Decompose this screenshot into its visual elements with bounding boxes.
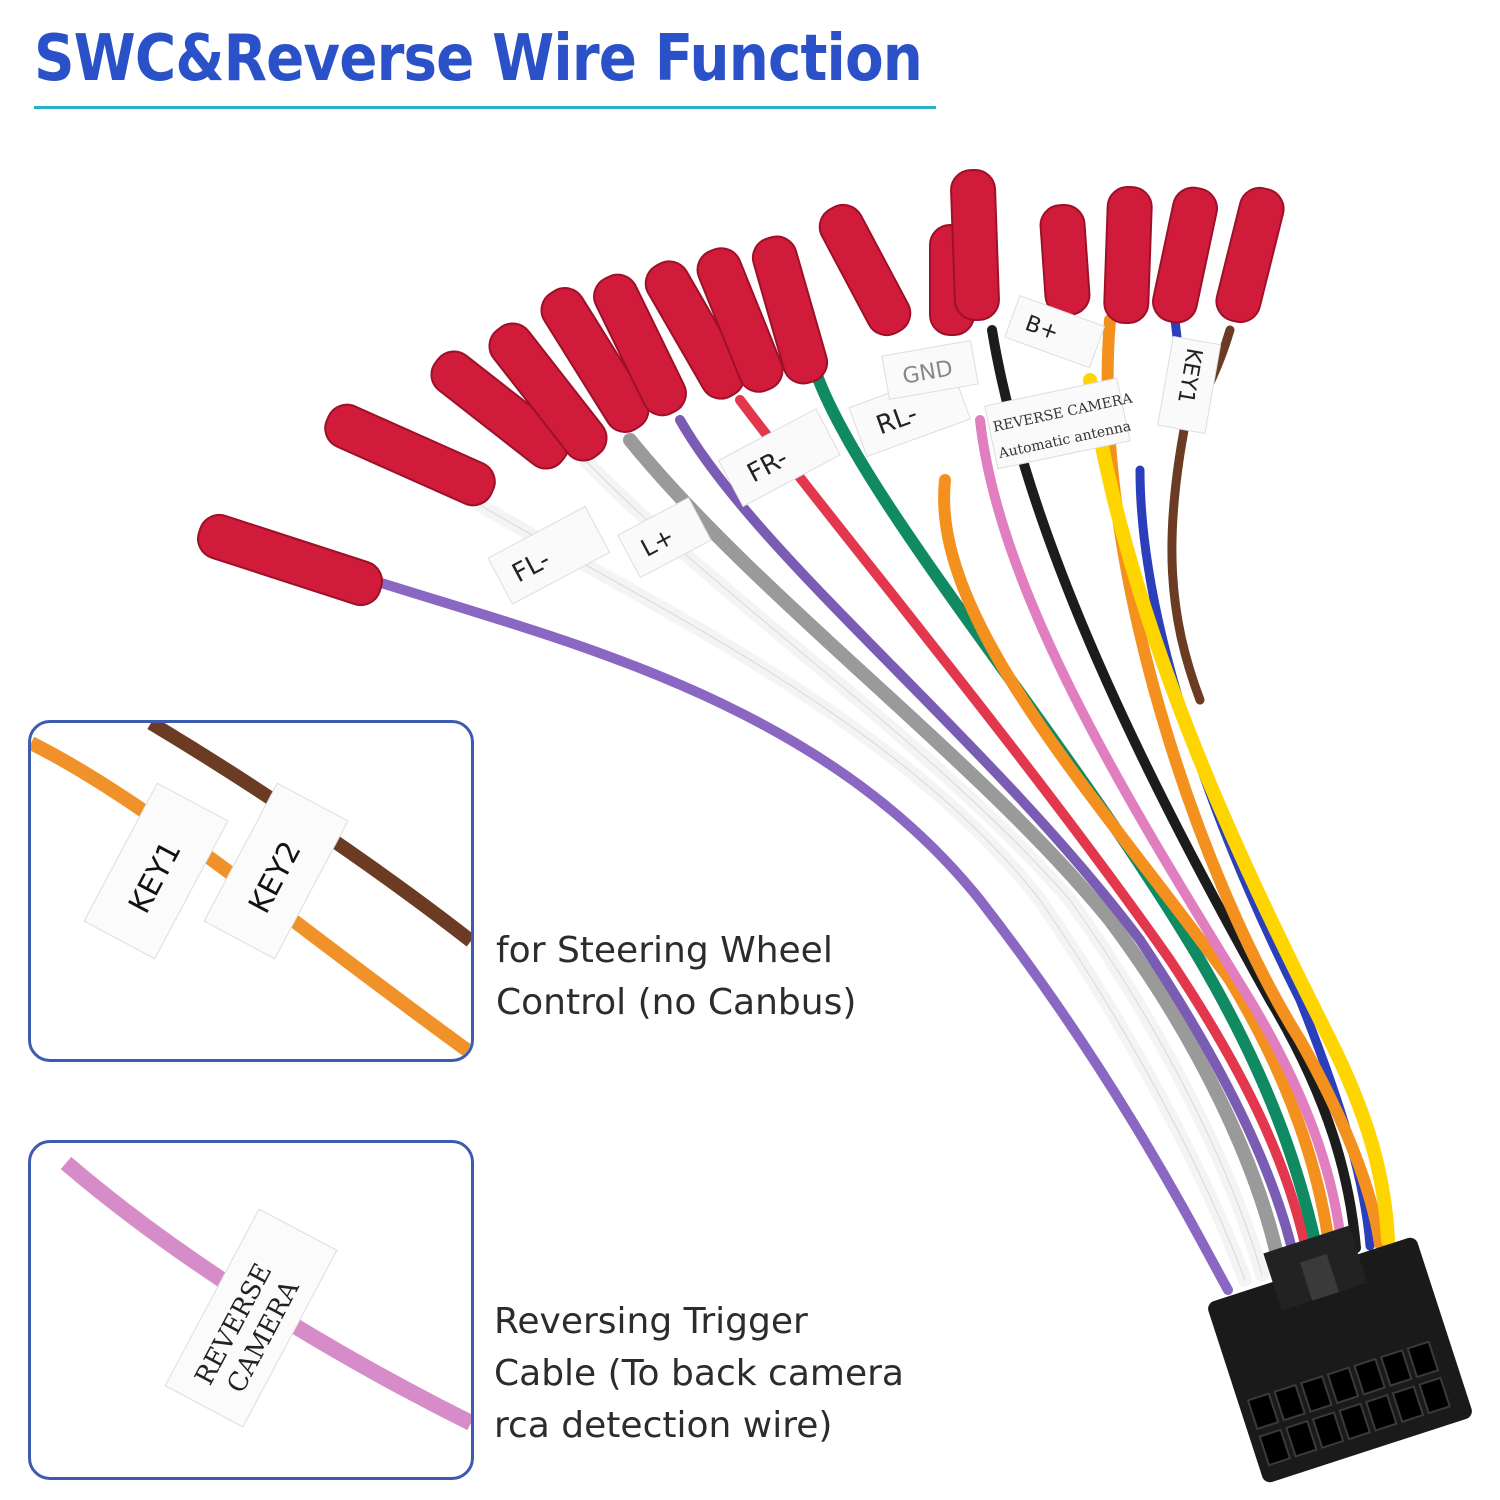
- reverse-caption-line-3: rca detection wire): [494, 1405, 833, 1446]
- reverse-camera-inset: REVERSE CAMERA: [28, 1140, 474, 1480]
- steering-wheel-inset: KEY1 KEY2: [28, 720, 474, 1062]
- steering-caption-line-1: for Steering Wheel: [496, 930, 833, 971]
- harness-connector: [1208, 1225, 1472, 1483]
- reverse-caption-line-1: Reversing Trigger: [494, 1301, 808, 1342]
- steering-caption: for Steering Wheel Control (no Canbus): [496, 925, 856, 1029]
- reverse-caption-line-2: Cable (To back camera: [494, 1353, 904, 1394]
- reverse-caption: Reversing Trigger Cable (To back camera …: [494, 1296, 904, 1452]
- title-underline: [34, 106, 936, 109]
- page-title: SWC&Reverse Wire Function: [34, 22, 923, 96]
- steering-wire-closeup: KEY1 KEY2: [31, 723, 471, 1059]
- steering-caption-line-2: Control (no Canbus): [496, 982, 857, 1023]
- reverse-wire-closeup: REVERSE CAMERA: [60, 1156, 471, 1431]
